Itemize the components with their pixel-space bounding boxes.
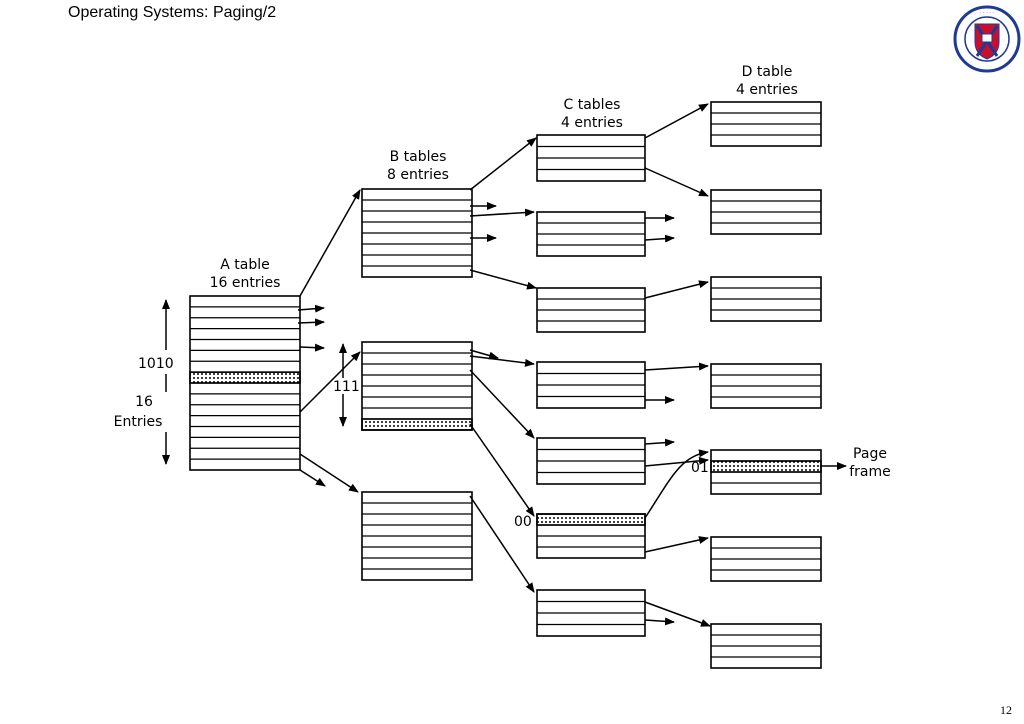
index-c-label: 00 [514,514,532,530]
university-crest-icon: · · · · · [953,5,1021,73]
d-table-5-selected-entry [710,460,822,473]
page-number: 12 [1000,703,1012,717]
b-tables-entries: 8 entries [387,167,449,183]
a-table-entries: 16 entries [210,275,281,291]
a-table-title: A table [220,257,270,273]
svg-text:· · · · ·: · · · · · [980,10,995,16]
index-b-label: 111 [333,379,360,395]
b-table-2-selected-entry [361,418,473,431]
d-table-3 [710,276,822,322]
c-table-5 [536,437,646,485]
a-table [189,295,301,471]
c-table-2 [536,211,646,257]
d-table-entries: 4 entries [736,82,798,98]
c-table-7 [536,589,646,637]
b-table-3 [361,491,473,581]
index-a-label: 1010 [138,356,174,372]
b-tables-title: B tables [390,149,447,165]
page-frame-label-line2: frame [849,464,891,480]
page-frame-label-line1: Page [853,446,887,462]
c-table-6-selected-entry [536,513,646,526]
d-table-5 [710,449,822,495]
d-table-title: D table [742,64,793,80]
c-table-4 [536,361,646,409]
d-table-1 [710,101,822,147]
b-table-1 [361,188,473,278]
d-table-4 [710,363,822,409]
d-table-6 [710,536,822,582]
a-size-word-label: Entries [114,414,163,430]
c-tables-entries: 4 entries [561,115,623,131]
a-table-selected-entry [189,371,301,384]
c-tables-title: C tables [564,97,621,113]
c-table-1 [536,134,646,182]
c-table-6 [536,513,646,559]
b-table-2 [361,341,473,431]
d-table-2 [710,189,822,235]
index-d-label: 01 [691,460,709,476]
slide-title: Operating Systems: Paging/2 [68,4,277,21]
d-table-7 [710,623,822,669]
a-size-count-label: 16 [135,394,153,410]
c-table-3 [536,287,646,333]
